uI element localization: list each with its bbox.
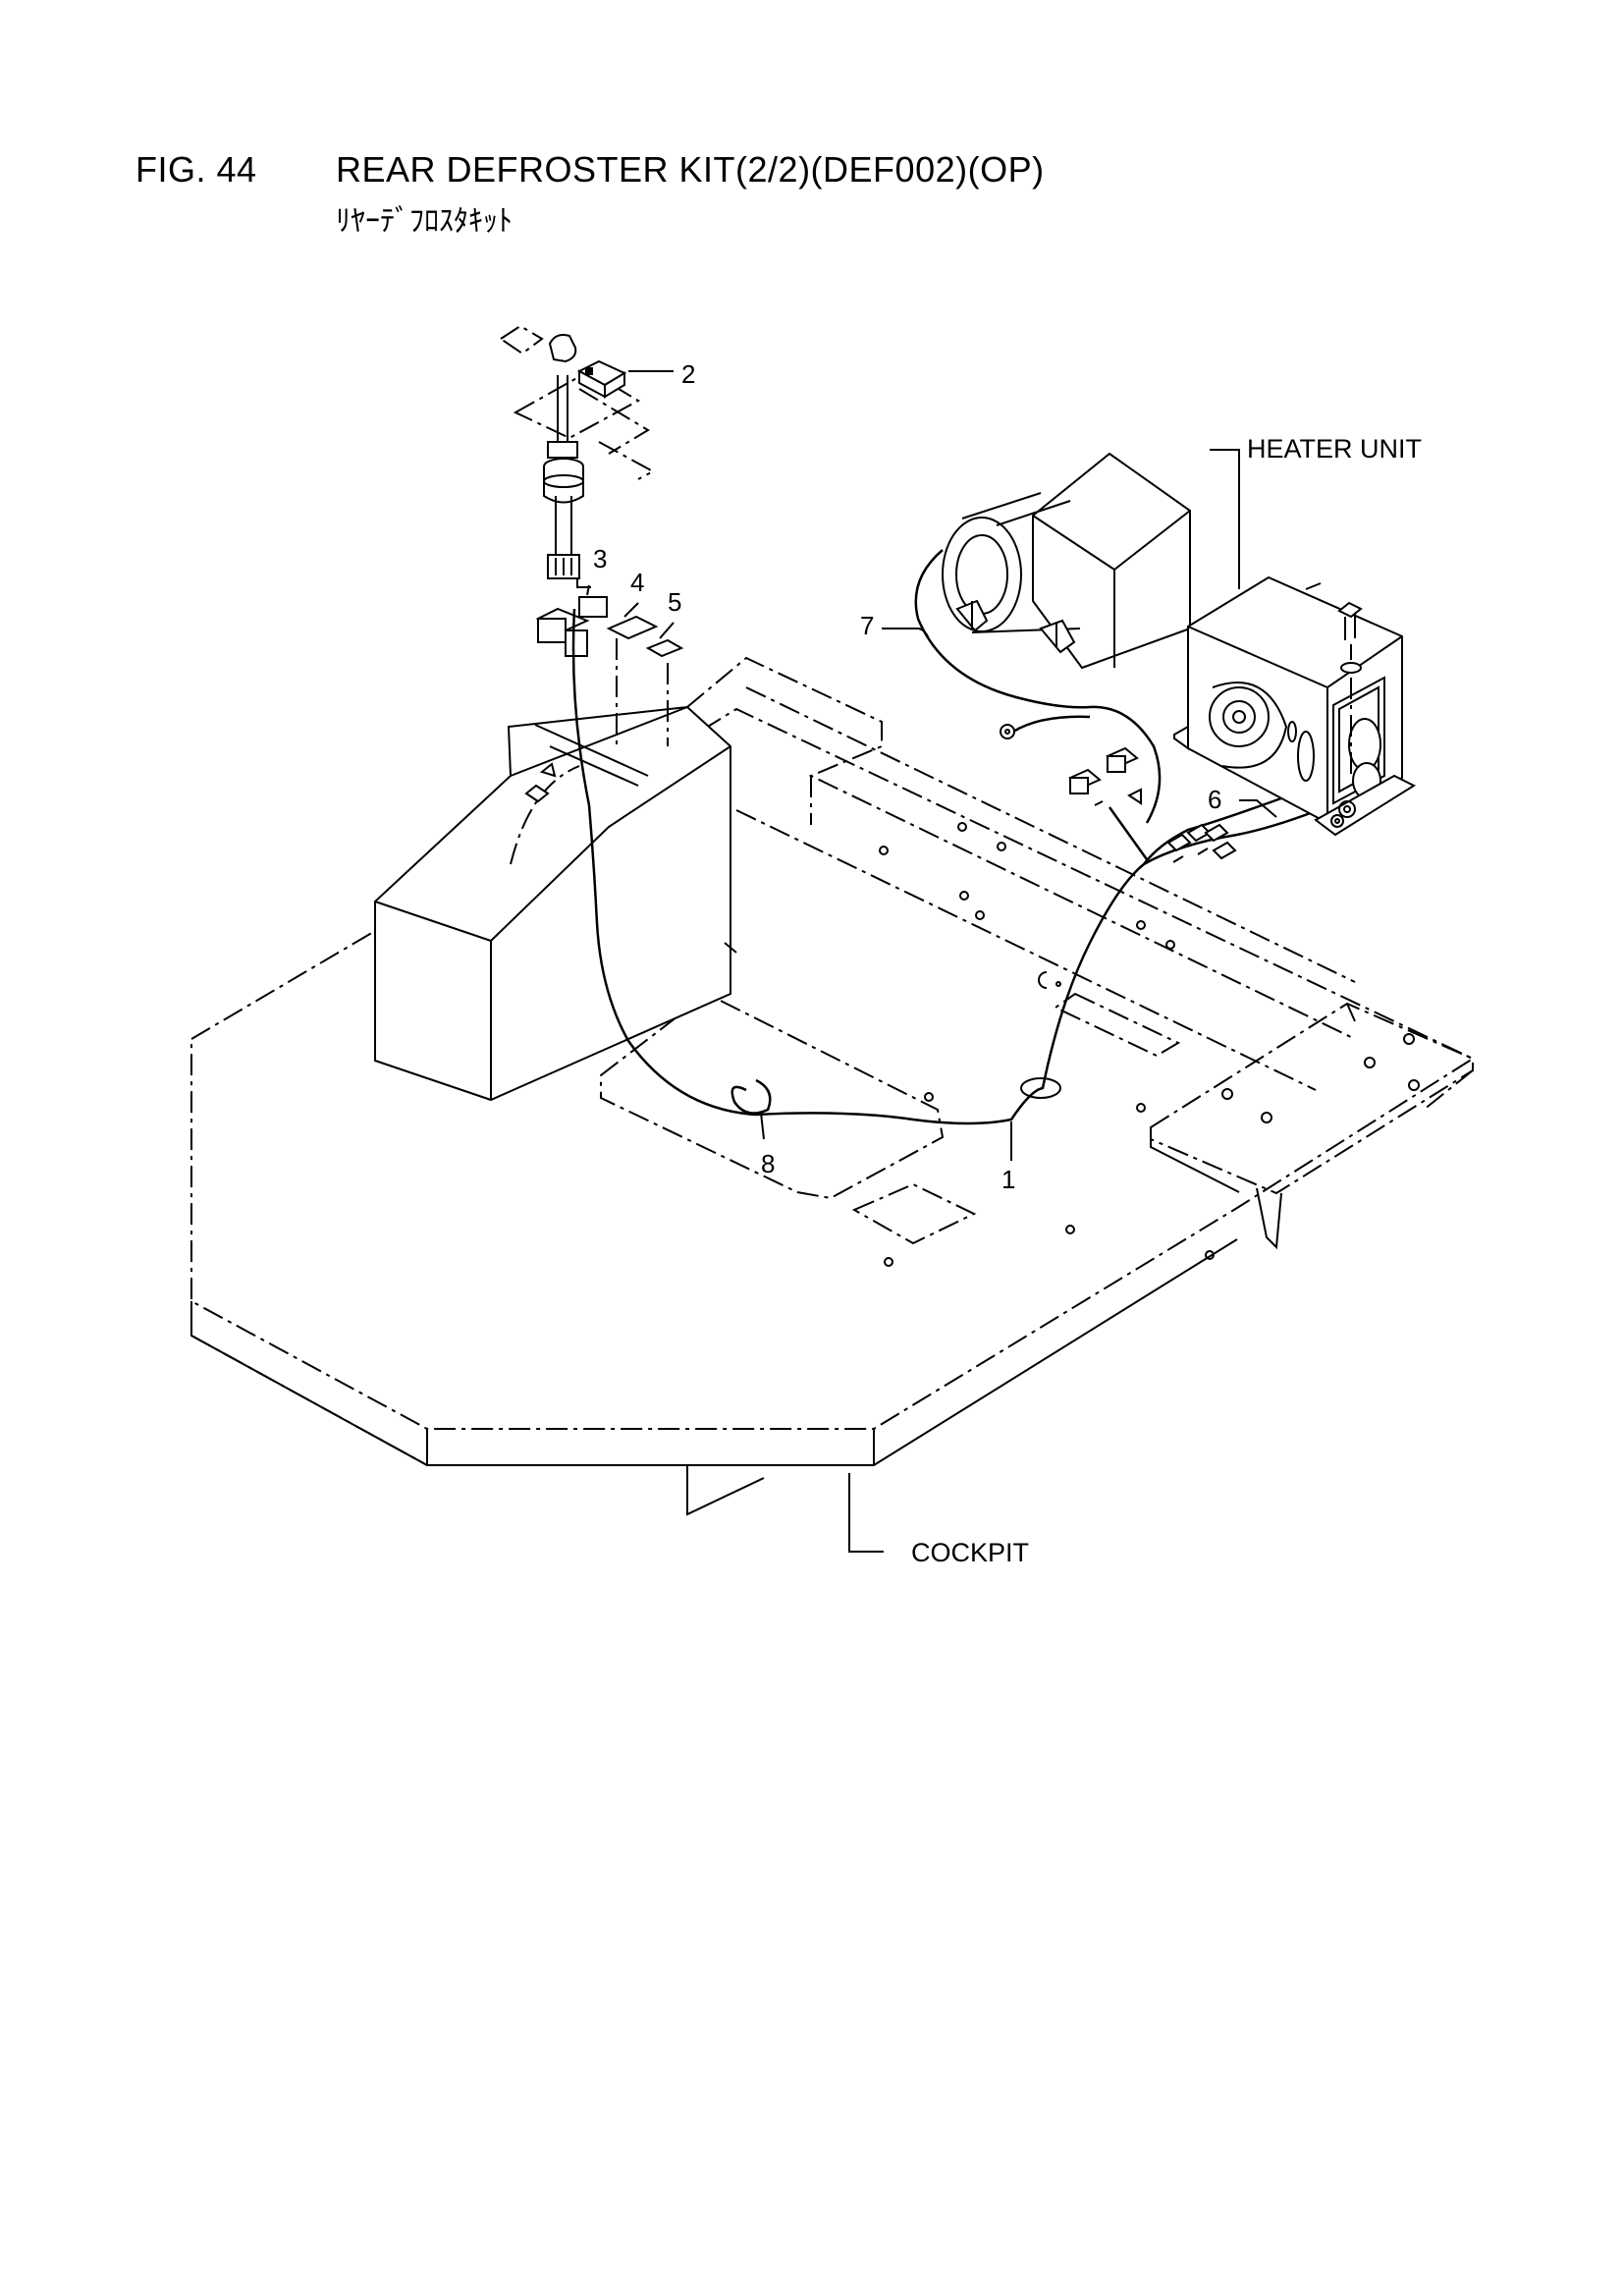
callout-3: 3 [593,544,607,574]
heater-unit-label: HEATER UNIT [1247,434,1422,464]
figure-title: REAR DEFROSTER KIT(2/2)(DEF002)(OP) [336,149,1045,190]
switch-assembly [499,324,684,746]
callout-2: 2 [681,359,695,389]
callout-1: 1 [1001,1165,1015,1194]
blower-motor [914,452,1191,824]
heater-unit [1173,575,1417,837]
figure-number: FIG. 44 [135,149,257,190]
callout-6: 6 [1208,785,1221,814]
leader-lines [576,370,1277,1553]
callout-8: 8 [761,1149,775,1178]
callout-5: 5 [668,587,681,617]
cockpit-label: COCKPIT [911,1538,1029,1567]
rear-step [1150,1002,1474,1250]
wiring-harness [571,608,1326,1140]
floor-opening [600,992,1061,1245]
callout-7: 7 [860,611,874,640]
callout-4: 4 [630,568,644,597]
console-box [374,705,737,1102]
figure-subtitle: ﾘﾔｰﾃﾞﾌﾛｽﾀｷｯﾄ [336,205,513,238]
cockpit-floor [190,656,1476,1516]
